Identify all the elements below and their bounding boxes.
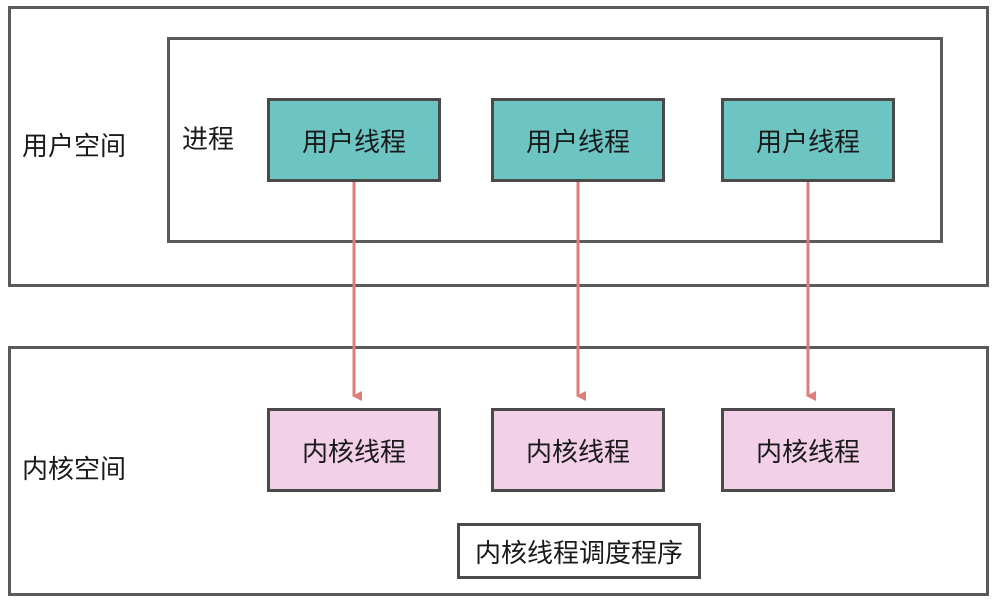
user-thread-3: 用户线程 (721, 98, 895, 182)
process-label: 进程 (182, 125, 235, 155)
kernel-space-label: 内核空间 (22, 455, 127, 485)
kernel-thread-3: 内核线程 (721, 408, 895, 492)
kernel-thread-1: 内核线程 (267, 408, 441, 492)
user-thread-2: 用户线程 (491, 98, 665, 182)
user-space-label: 用户空间 (22, 132, 127, 162)
user-thread-1: 用户线程 (267, 98, 441, 182)
kernel-thread-2: 内核线程 (491, 408, 665, 492)
kernel-thread-scheduler: 内核线程调度程序 (457, 523, 701, 579)
